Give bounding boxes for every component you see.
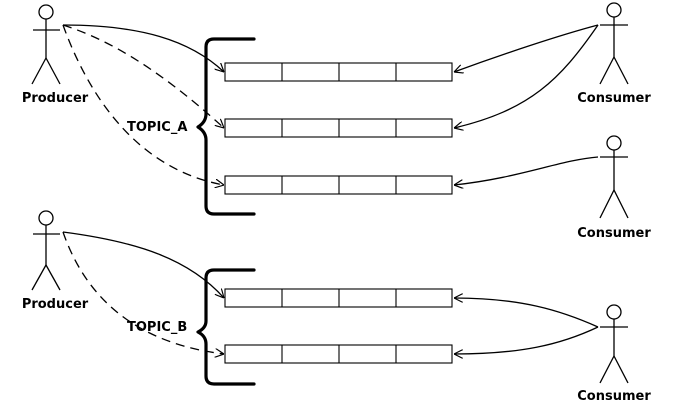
producer-b-label: Producer (22, 297, 89, 312)
stick-figure-icon (599, 2, 629, 85)
consumer-b1-link-1 (454, 298, 599, 328)
topic-b-label: TOPIC_B (127, 320, 187, 335)
stick-figure-icon (599, 304, 629, 384)
topic-b-partition-1 (224, 288, 453, 308)
consumer-a2-label: Consumer (577, 226, 651, 241)
stick-figure-icon (599, 135, 629, 219)
topic-a-group: Producer TOPIC_A (22, 2, 651, 241)
consumer-b1-label: Consumer (577, 389, 651, 404)
consumer-a1-link-2 (454, 24, 599, 128)
consumer-a1-link-1 (454, 24, 599, 72)
consumer-a2: Consumer (577, 135, 651, 241)
producer-a-link-2 (62, 24, 224, 128)
producer-b: Producer (22, 210, 89, 312)
producer-b-link-2 (62, 231, 224, 354)
topic-a-partition-1 (224, 62, 453, 82)
topic-b-partition-2 (224, 344, 453, 364)
producer-a-label: Producer (22, 91, 89, 106)
topic-b-brace (196, 268, 256, 386)
stick-figure-icon (31, 4, 61, 85)
consumer-b1: Consumer (577, 304, 651, 404)
topic-a-label: TOPIC_A (127, 120, 187, 135)
producer-b-link-1 (62, 231, 224, 298)
topic-a-partition-3 (224, 175, 453, 195)
topic-a-brace (196, 37, 256, 216)
topic-b-group: Producer TOPIC_B (22, 210, 651, 404)
producer-a: Producer (22, 4, 89, 106)
stick-figure-icon (31, 210, 61, 291)
consumer-a1: Consumer (577, 2, 651, 106)
consumer-b1-link-2 (454, 326, 599, 354)
consumer-a2-link-1 (454, 156, 599, 185)
consumer-a1-label: Consumer (577, 91, 651, 106)
producer-a-link-1 (62, 24, 224, 72)
topic-a-partition-2 (224, 118, 453, 138)
